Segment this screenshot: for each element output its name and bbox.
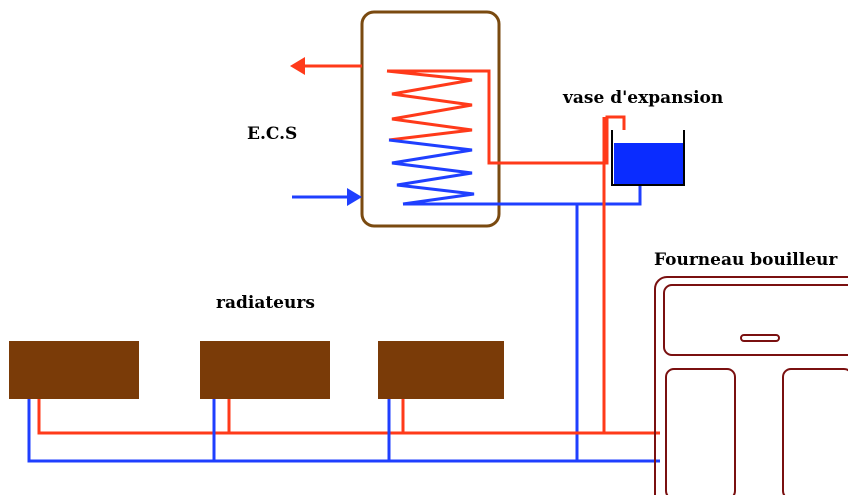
cold-coil-return [403,180,642,206]
expansion-water [614,143,683,184]
stove-body [654,276,848,495]
expansion-vessel-label: vase d'expansion [562,88,723,108]
stove-boiler [654,276,848,495]
hot-distribution-pipe [37,399,660,435]
hot-coil [387,69,626,165]
boiler-label: Fourneau bouilleur [654,250,838,270]
stove-handle [740,334,780,342]
radiator-3 [378,341,504,399]
hot-water-outlet-arrow [290,57,362,75]
cold-return-pipe [27,399,660,463]
tank-body [360,10,501,228]
radiator-2 [200,341,330,399]
ecs-label: E.C.S [247,124,297,144]
expansion-vessel-outline [611,130,685,186]
expansion-vessel [611,130,685,186]
stove-top-compartment [663,284,848,356]
radiator-1 [9,341,139,399]
stove-right-door [782,368,848,495]
cold-water-inlet-arrow [292,188,362,206]
hot-water-tank [360,10,501,228]
radiators-label: radiateurs [216,293,315,313]
stove-left-door [665,368,736,495]
hot-coil-zigzag [386,69,473,142]
cold-coil-zigzag [388,138,475,206]
